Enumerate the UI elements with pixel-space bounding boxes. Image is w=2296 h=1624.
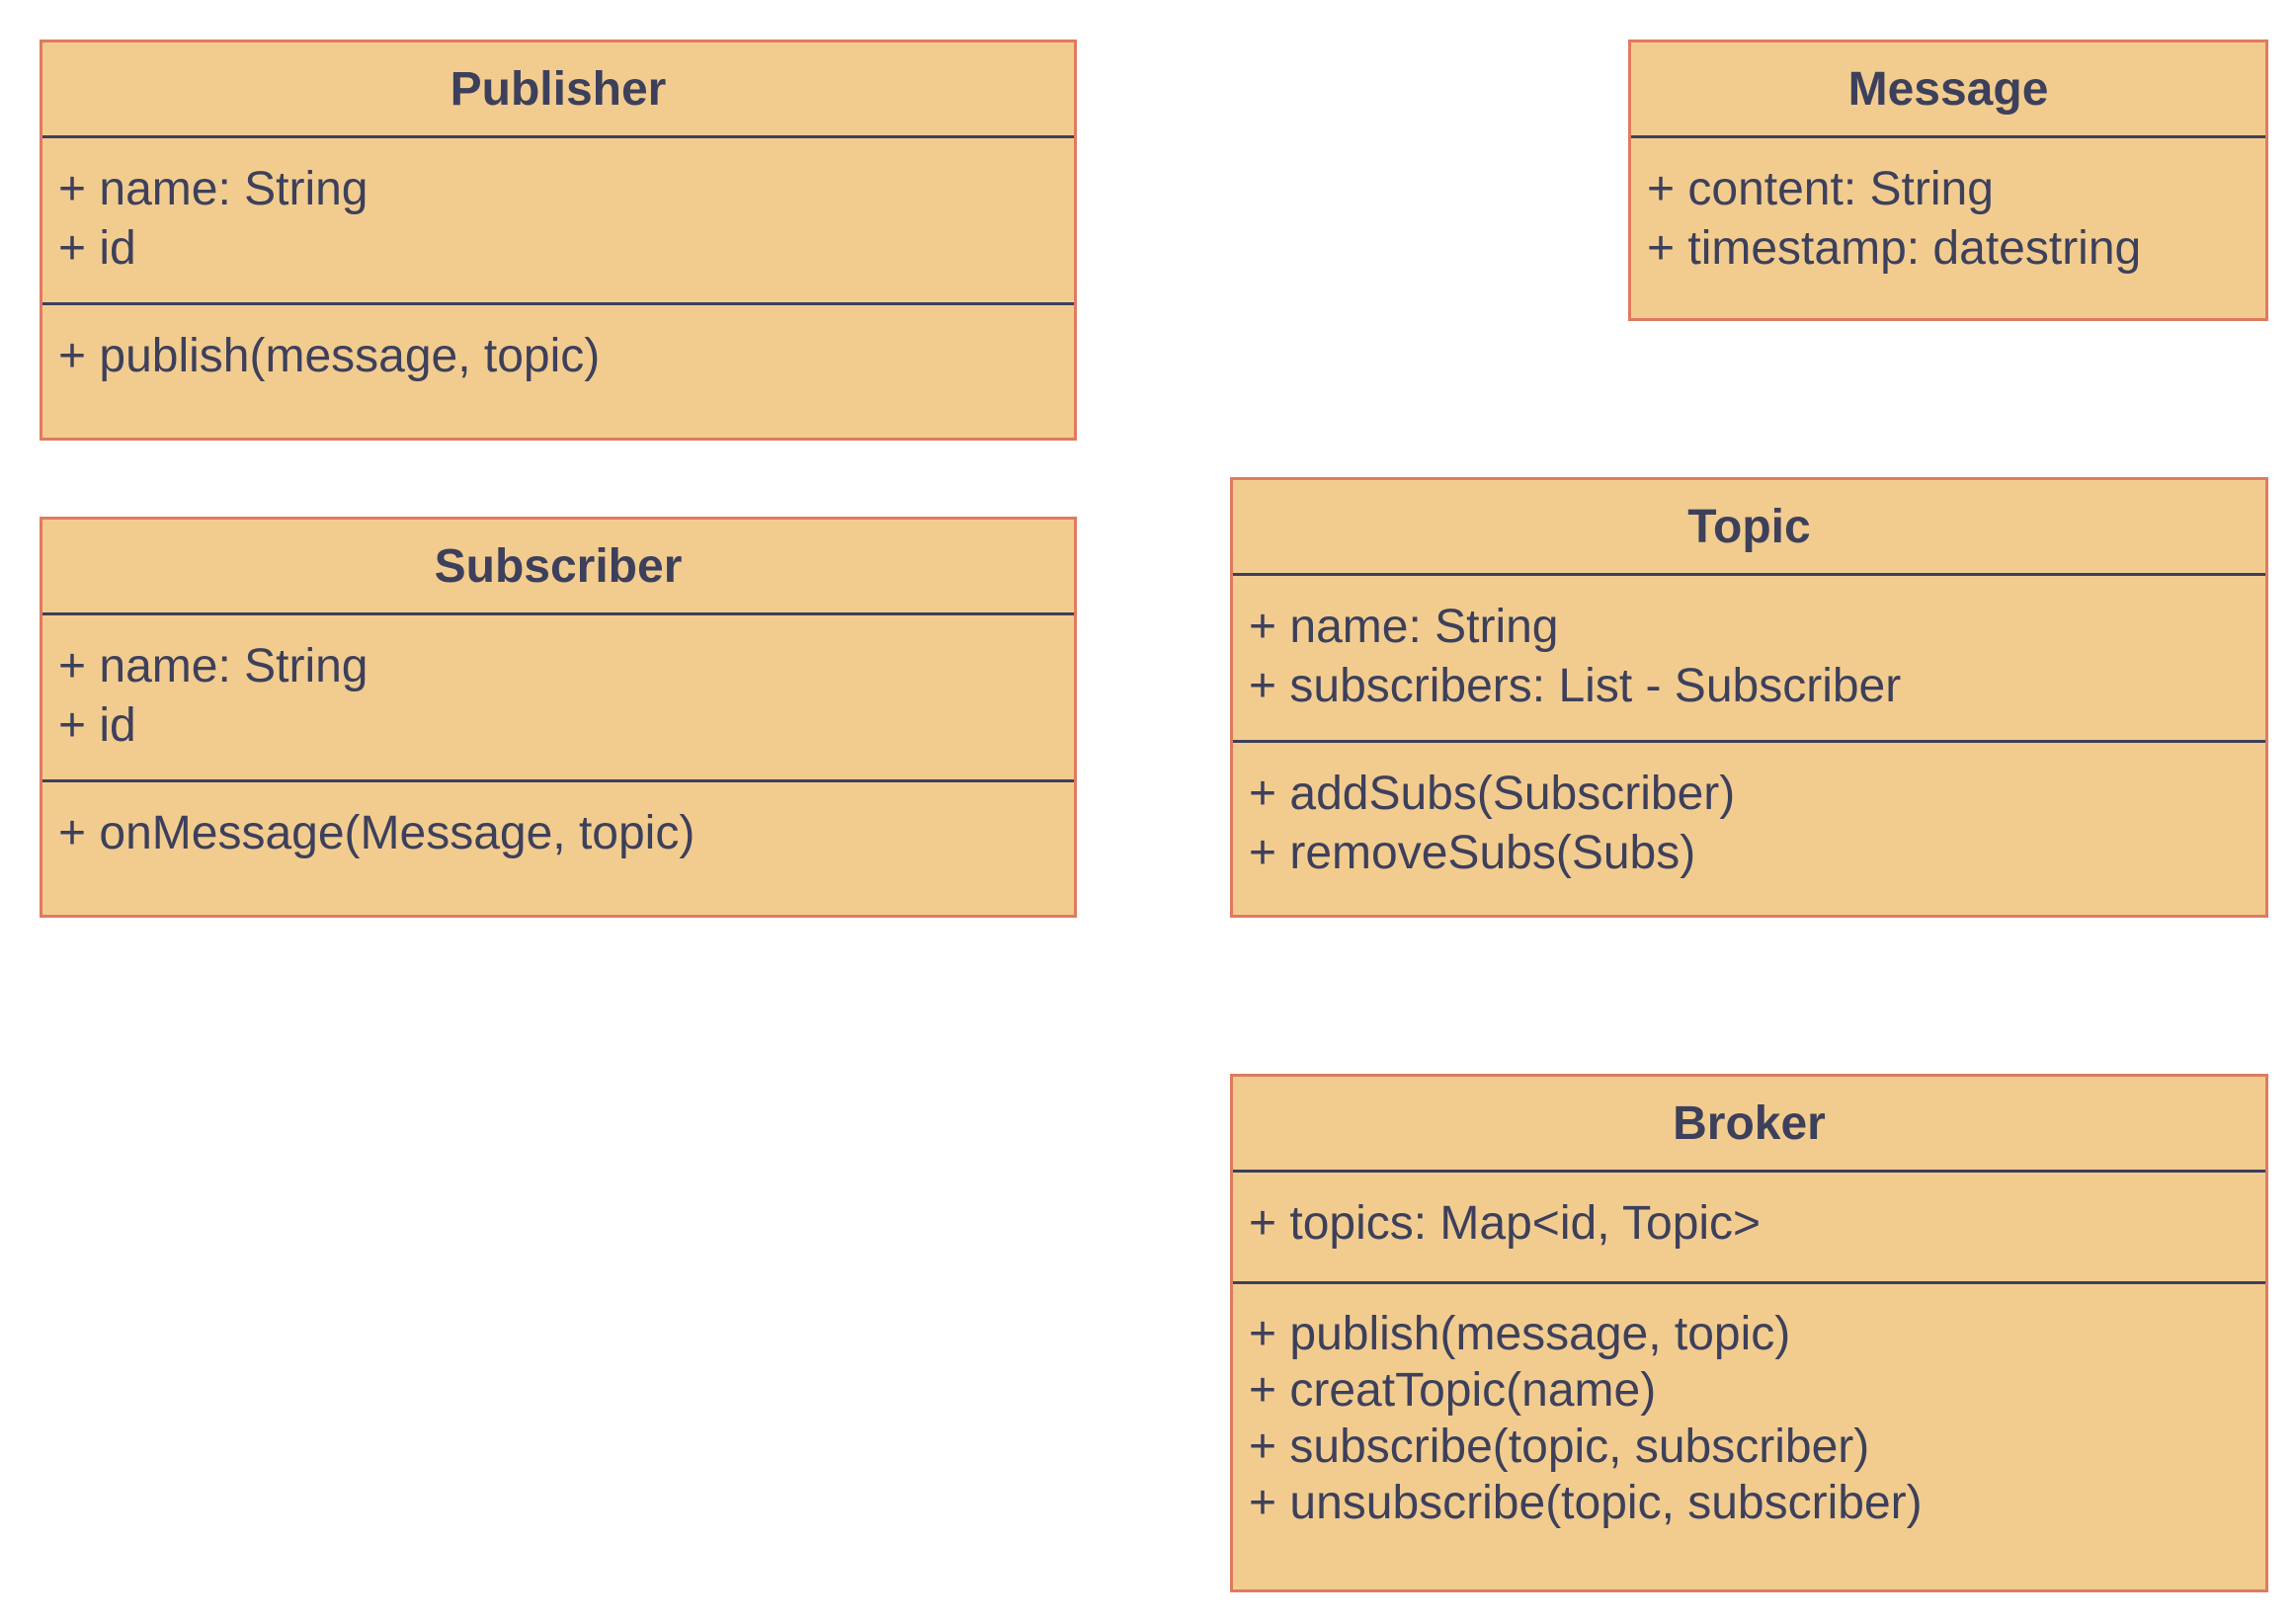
attribute: + name: String <box>58 163 369 215</box>
attribute: + id <box>58 699 136 752</box>
attribute: + timestamp: datestring <box>1647 222 2142 275</box>
class-name: Subscriber <box>42 520 1074 615</box>
class-publisher[interactable]: Publisher + name: String + id + publish(… <box>40 40 1077 441</box>
methods-section: + publish(message, topic) <box>42 305 1074 386</box>
method: + onMessage(Message, topic) <box>58 807 696 859</box>
class-name: Message <box>1631 42 2265 138</box>
method: + creatTopic(name) <box>1249 1364 1657 1417</box>
attribute: + name: String <box>1249 601 1559 653</box>
attribute: + id <box>58 222 136 275</box>
class-topic[interactable]: Topic + name: String + subscribers: List… <box>1230 477 2268 918</box>
methods-section: + onMessage(Message, topic) <box>42 782 1074 863</box>
method: + unsubscribe(topic, subscriber) <box>1249 1477 1923 1529</box>
class-subscriber[interactable]: Subscriber + name: String + id + onMessa… <box>40 517 1077 918</box>
attributes-section: + topics: Map<id, Topic> <box>1233 1173 2265 1284</box>
methods-section: + publish(message, topic) + creatTopic(n… <box>1233 1284 2265 1531</box>
attributes-section: + name: String + subscribers: List - Sub… <box>1233 576 2265 743</box>
attributes-section: + name: String + id <box>42 615 1074 782</box>
methods-section: + addSubs(Subscriber) + removeSubs(Subs) <box>1233 743 2265 883</box>
class-broker[interactable]: Broker + topics: Map<id, Topic> + publis… <box>1230 1074 2268 1592</box>
attributes-section: + name: String + id <box>42 138 1074 305</box>
attribute: + name: String <box>58 640 369 692</box>
class-message[interactable]: Message + content: String + timestamp: d… <box>1628 40 2268 321</box>
class-name: Broker <box>1233 1077 2265 1173</box>
attribute: + subscribers: List - Subscriber <box>1249 660 1902 712</box>
method: + subscribe(topic, subscriber) <box>1249 1421 1870 1473</box>
method: + addSubs(Subscriber) <box>1249 768 1736 820</box>
class-name: Publisher <box>42 42 1074 138</box>
attribute: + topics: Map<id, Topic> <box>1249 1197 1762 1250</box>
method: + publish(message, topic) <box>58 330 601 382</box>
method: + publish(message, topic) <box>1249 1308 1791 1360</box>
class-name: Topic <box>1233 480 2265 576</box>
attribute: + content: String <box>1647 163 1994 215</box>
method: + removeSubs(Subs) <box>1249 827 1696 879</box>
attributes-section: + content: String + timestamp: datestrin… <box>1631 138 2265 279</box>
